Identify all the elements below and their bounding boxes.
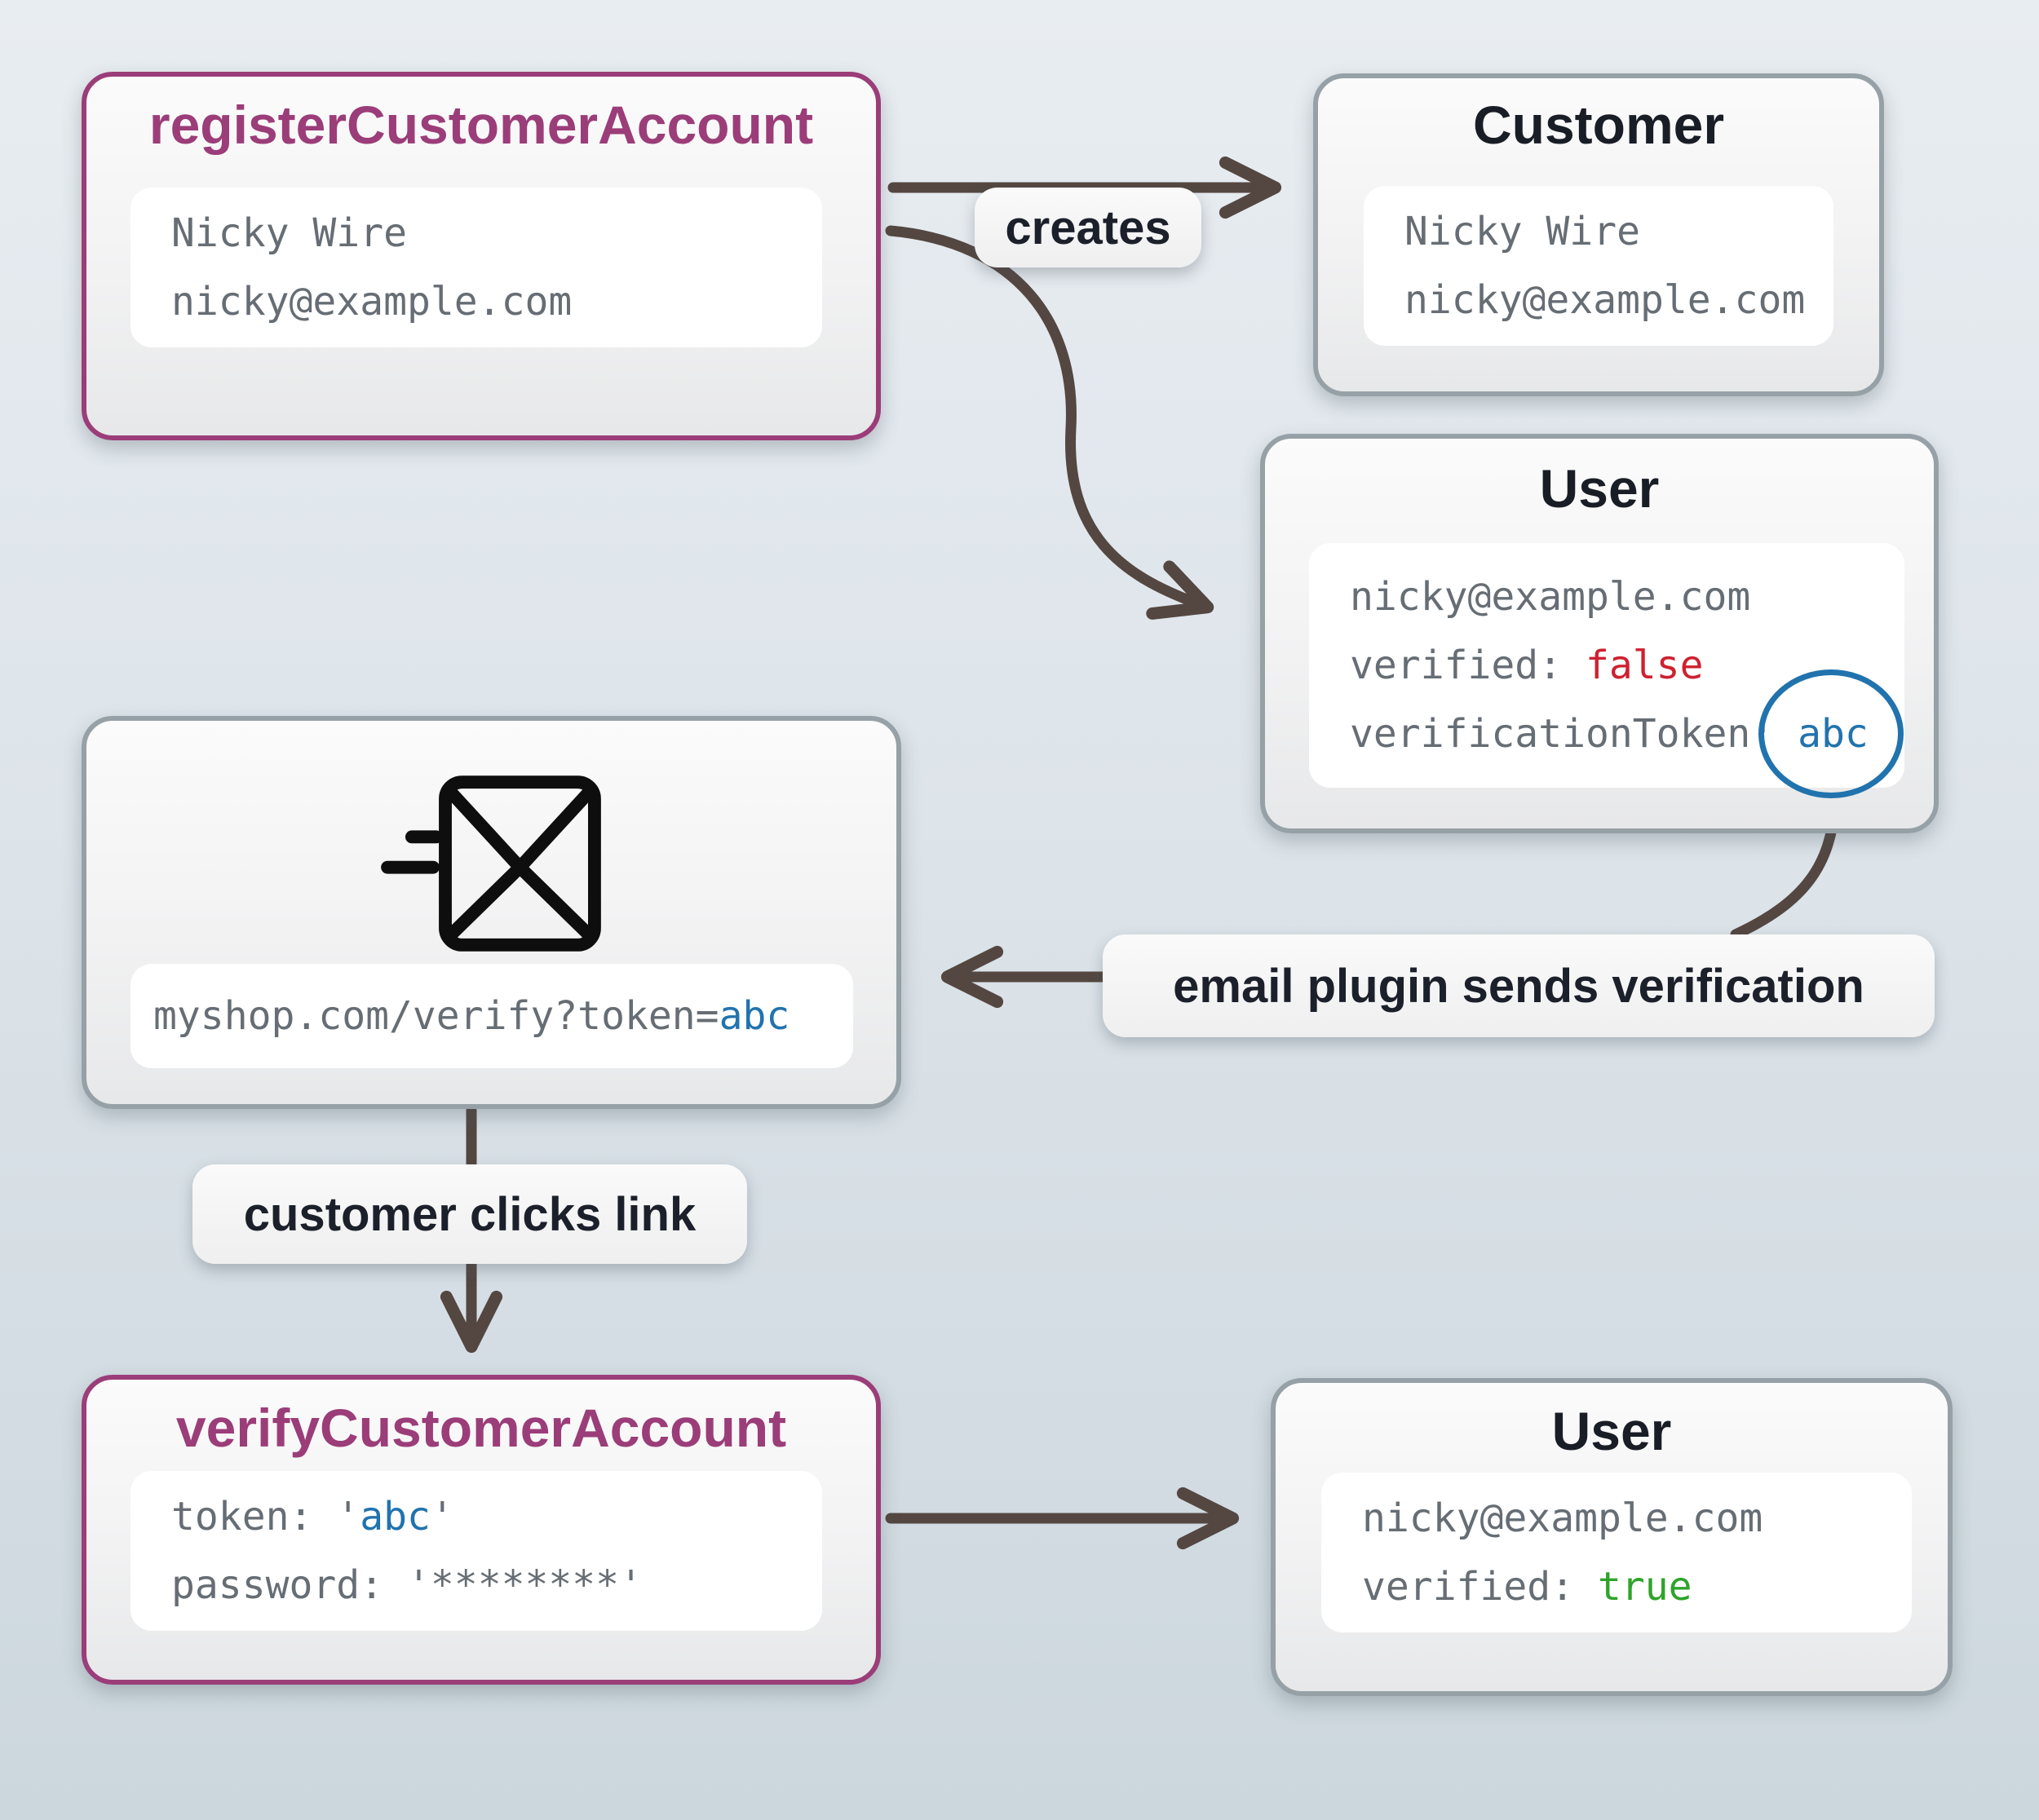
customer-email: nicky@example.com (1404, 277, 1806, 323)
password-value: ******** (430, 1562, 620, 1608)
verify-node-title: verifyCustomerAccount (175, 1398, 787, 1458)
verification-url: myshop.com/verify?token=abc (153, 964, 853, 1068)
user-verified-title: User (1551, 1401, 1672, 1461)
verified-value-true: true (1597, 1564, 1692, 1610)
user-verified-verified-line: verified: true (1362, 1553, 1912, 1621)
user-verified-email: nicky@example.com (1362, 1495, 1763, 1541)
user-verified-record: nicky@example.com verified: true (1321, 1473, 1912, 1632)
token-highlight-circle (1758, 669, 1904, 798)
verify-password-line: password: '********' (171, 1551, 822, 1619)
verified-key: verified: (1362, 1564, 1598, 1610)
close-quote: ' (619, 1562, 643, 1608)
open-quote: ' (406, 1562, 431, 1608)
token-key: token: (171, 1494, 337, 1539)
user-unverified-email: nicky@example.com (1350, 574, 1751, 620)
creates-label: creates (975, 188, 1201, 267)
register-payload: Nicky Wire nicky@example.com (130, 188, 822, 347)
verification-token-key: verificationToken: (1350, 711, 1798, 757)
user-unverified-title: User (1539, 458, 1660, 519)
customer-clicks-label: customer clicks link (192, 1164, 747, 1264)
email-plugin-label: email plugin sends verification (1103, 934, 1935, 1037)
close-quote: ' (430, 1494, 454, 1539)
customer-clicks-label-text: customer clicks link (243, 1187, 697, 1241)
email-plugin-label-text: email plugin sends verification (1173, 959, 1864, 1013)
open-quote: ' (336, 1494, 360, 1539)
verify-customer-account-node: verifyCustomerAccount token: 'abc' passw… (82, 1375, 881, 1685)
password-key: password: (171, 1562, 407, 1608)
register-customer-account-node: registerCustomerAccount Nicky Wire nicky… (82, 72, 881, 440)
register-name: Nicky Wire (171, 210, 407, 256)
register-node-title: registerCustomerAccount (148, 95, 814, 155)
verification-url-prefix: myshop.com/verify?token= (153, 993, 719, 1039)
send-email-icon (377, 771, 605, 956)
verification-link: myshop.com/verify?token=abc (130, 964, 853, 1068)
customer-record: Nicky Wire nicky@example.com (1364, 186, 1833, 346)
edge-register-to-user (885, 225, 1214, 620)
customer-name: Nicky Wire (1404, 209, 1640, 254)
verify-token-line: token: 'abc' (171, 1482, 822, 1551)
verified-key: verified: (1350, 643, 1586, 688)
register-email: nicky@example.com (171, 279, 573, 325)
user-unverified-verified-line: verified: false (1350, 631, 1904, 700)
verify-payload: token: 'abc' password: '********' (130, 1471, 822, 1631)
customer-node: Customer Nicky Wire nicky@example.com (1313, 73, 1884, 396)
email-message-node: myshop.com/verify?token=abc (82, 716, 901, 1109)
token-value: abc (360, 1494, 431, 1539)
user-verified-node: User nicky@example.com verified: true (1271, 1378, 1953, 1696)
verification-url-token: abc (719, 993, 790, 1039)
customer-node-title: Customer (1472, 95, 1725, 155)
verified-value-false: false (1585, 643, 1704, 688)
creates-label-text: creates (1005, 201, 1171, 254)
